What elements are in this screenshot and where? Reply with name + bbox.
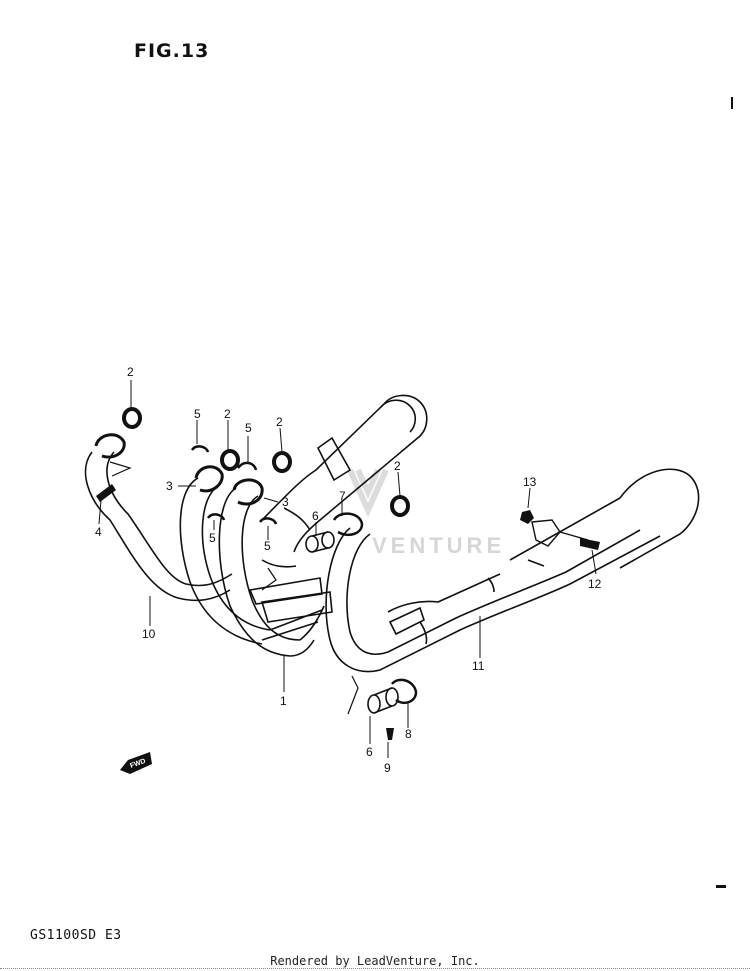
nut-13 bbox=[520, 510, 534, 524]
bolt-9 bbox=[386, 728, 394, 740]
callout-10: 10 bbox=[142, 627, 156, 641]
joint-pipe-6b bbox=[367, 687, 399, 714]
callout-2: 2 bbox=[276, 415, 283, 429]
callout-labels: 2 5 2 5 2 2 3 3 13 7 6 4 5 5 12 10 11 1 … bbox=[95, 365, 602, 775]
alignment-guides bbox=[109, 461, 359, 715]
model-code: GS1100SD E3 bbox=[30, 928, 122, 943]
callout-5: 5 bbox=[209, 531, 216, 545]
callout-1: 1 bbox=[280, 694, 287, 708]
watermark-logo bbox=[347, 468, 389, 518]
gasket-2d bbox=[390, 495, 410, 517]
exhaust-pipe-11 bbox=[325, 468, 700, 673]
callout-6: 6 bbox=[366, 745, 373, 759]
callout-7: 7 bbox=[339, 489, 346, 503]
fwd-arrow-icon bbox=[120, 752, 152, 774]
muffler-bracket bbox=[531, 519, 589, 547]
clamp-7 bbox=[332, 512, 364, 536]
joint-pipe-6a bbox=[305, 531, 335, 553]
callout-5: 5 bbox=[264, 539, 271, 553]
callout-11: 11 bbox=[472, 659, 485, 673]
callout-3: 3 bbox=[282, 495, 289, 509]
clamp-3c bbox=[94, 433, 126, 459]
callout-2: 2 bbox=[127, 365, 134, 379]
gasket-2a bbox=[122, 407, 142, 429]
callout-12: 12 bbox=[588, 577, 602, 591]
muffler-left bbox=[261, 394, 428, 568]
ring-5c bbox=[206, 513, 226, 521]
edge-mark-top bbox=[731, 97, 733, 109]
callout-2: 2 bbox=[394, 459, 401, 473]
leader-lines bbox=[98, 380, 597, 758]
callout-2: 2 bbox=[224, 407, 231, 421]
exhaust-pipe-10 bbox=[84, 451, 233, 602]
callout-9: 9 bbox=[384, 761, 391, 775]
clamp-3a bbox=[194, 465, 224, 493]
watermark: VENTURE bbox=[347, 468, 505, 558]
edge-mark-bottom bbox=[716, 885, 726, 888]
clamp-8 bbox=[391, 678, 418, 704]
figure-title: FIG.13 bbox=[134, 40, 210, 62]
bolt-4 bbox=[96, 484, 116, 502]
ring-5d bbox=[258, 517, 278, 525]
watermark-text: VENTURE bbox=[372, 533, 505, 558]
fwd-arrow: FWD bbox=[120, 752, 152, 774]
ring-5b bbox=[237, 461, 258, 471]
callout-5: 5 bbox=[194, 407, 201, 421]
callout-6: 6 bbox=[312, 509, 319, 523]
gasket-2c bbox=[272, 451, 292, 473]
callout-4: 4 bbox=[95, 525, 102, 539]
gasket-2b bbox=[220, 449, 240, 471]
footer-rule bbox=[0, 968, 750, 969]
callout-3: 3 bbox=[166, 479, 173, 493]
exhaust-pipe-1 bbox=[179, 477, 333, 657]
clamp-3b bbox=[232, 478, 264, 506]
callout-8: 8 bbox=[405, 727, 412, 741]
rendered-by-footer: Rendered by LeadVenture, Inc. bbox=[270, 954, 480, 968]
callout-13: 13 bbox=[523, 475, 537, 489]
ring-5a bbox=[190, 445, 210, 453]
bolt-12 bbox=[580, 538, 600, 550]
callout-5: 5 bbox=[245, 421, 252, 435]
